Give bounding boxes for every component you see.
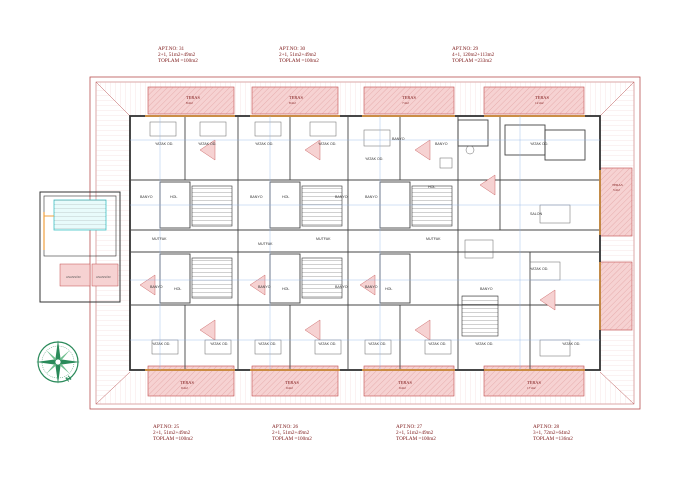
terrace-area: 7 m2	[402, 101, 409, 105]
room-labels: YATAK OD. YATAK OD. YATAK OD. YATAK OD. …	[140, 137, 580, 346]
terrace-area: 8 m2	[186, 101, 193, 105]
terrace-area: 9 m2	[286, 386, 293, 390]
terrace-label: TERAS	[398, 380, 412, 385]
room-label: BANYO	[335, 285, 348, 289]
room-label: YATAK OD.	[318, 142, 336, 146]
apt-label-29: APT.NO: 29 4+1, 120m2+113m2 TOPLAM =233m…	[452, 46, 494, 65]
terrace-label: TERAS	[180, 380, 194, 385]
room-label: BANYO	[335, 195, 348, 199]
terrace-label: TERAS	[612, 183, 623, 187]
room-label: HOL	[385, 287, 392, 291]
apt-rooms: 2+1, 51m2+49m2	[272, 430, 310, 437]
room-label: YATAK OD.	[368, 342, 386, 346]
room-label: BANYO	[258, 285, 271, 289]
room-label: HOL	[174, 287, 181, 291]
interior-walls	[130, 116, 600, 370]
room-label: YATAK OD.	[155, 142, 173, 146]
room-label: MUTFAK	[258, 242, 273, 246]
room-label: MUTFAK	[316, 237, 331, 241]
room-label: BANYO	[150, 285, 163, 289]
apt-total: TOPLAM =100m2	[158, 58, 198, 65]
room-label: YATAK OD.	[562, 342, 580, 346]
room-label: YATAK OD.	[318, 342, 336, 346]
apt-rooms: 2+1, 51m2+49m2	[279, 52, 317, 59]
room-label: MUTFAK	[152, 237, 167, 241]
apt-rooms: 2+1, 51m2+49m2	[396, 430, 434, 437]
terrace-label: TERAS	[186, 95, 200, 100]
room-label: HOL	[428, 185, 435, 189]
roof-outline	[89, 76, 641, 410]
apt-label-25: APT.NO: 25 2+1, 51m2+49m2 TOPLAM =100m2	[153, 424, 193, 443]
apt-label-30: APT.NO: 30 2+1, 51m2+49m2 TOPLAM =100m2	[279, 46, 319, 65]
apt-rooms: 2+1, 51m2+49m2	[158, 52, 196, 59]
apt-number: APT.NO: 27	[396, 424, 423, 430]
terrace-area: 5 m2	[613, 188, 620, 192]
room-label: ASANSÖR	[96, 275, 112, 279]
room-label: HOL	[170, 195, 177, 199]
apt-total: TOPLAM =100m2	[272, 436, 312, 443]
terraces-top: TERAS 8 m2 TERAS 8 m2 TERAS 7 m2 TERAS 1…	[147, 86, 585, 115]
room-label: HOL	[282, 287, 289, 291]
room-label: YATAK OD.	[152, 342, 170, 346]
terraces-bottom: TERAS 9 m2 TERAS 9 m2 TERAS 9 m2 TERAS 1…	[147, 365, 585, 397]
terrace-label: TERAS	[289, 95, 303, 100]
room-label: YATAK OD.	[198, 142, 216, 146]
apt-number: APT.NO: 29	[452, 46, 479, 52]
apt-rooms: 4+1, 120m2+113m2	[452, 52, 495, 59]
terrace-area: 9 m2	[399, 386, 406, 390]
compass-icon: N	[36, 340, 80, 384]
apt-number: APT.NO: 25	[153, 424, 180, 430]
room-label: SALON	[530, 212, 543, 216]
room-label: BANYO	[365, 195, 378, 199]
terrace-label: TERAS	[527, 380, 541, 385]
room-label: BANYO	[140, 195, 153, 199]
apt-label-26: APT.NO: 26 2+1, 51m2+49m2 TOPLAM =100m2	[272, 424, 312, 443]
apt-total: TOPLAM =136m2	[533, 436, 573, 443]
room-label: BANYO	[392, 137, 405, 141]
compass-north-label: N	[65, 375, 73, 384]
room-label: BANYO	[435, 142, 448, 146]
room-label: BANYO	[250, 195, 263, 199]
apt-number: APT.NO: 31	[158, 46, 185, 52]
dimension-lines	[130, 116, 600, 370]
room-label: MUTFAK	[426, 237, 441, 241]
terrace-area: 12 m2	[535, 101, 544, 105]
room-label: HOL	[282, 195, 289, 199]
apt-rooms: 2+1, 51m2+49m2	[153, 430, 191, 437]
apt-total: TOPLAM =233m2	[452, 58, 492, 65]
terrace-label: TERAS	[535, 95, 549, 100]
apt-total: TOPLAM =100m2	[279, 58, 319, 65]
apt-total: TOPLAM =100m2	[153, 436, 193, 443]
apt-label-27: APT.NO: 27 2+1, 51m2+49m2 TOPLAM =100m2	[396, 424, 436, 443]
room-label: BANYO	[480, 287, 493, 291]
apt-number: APT.NO: 30	[279, 46, 306, 52]
window-frames	[145, 115, 601, 371]
apt-label-31: APT.NO: 31 2+1, 51m2+49m2 TOPLAM =100m2	[158, 46, 198, 65]
terrace-area: 8 m2	[289, 101, 296, 105]
terrace-label: TERAS	[285, 380, 299, 385]
room-label: YATAK OD.	[530, 267, 548, 271]
apt-total: TOPLAM =100m2	[396, 436, 436, 443]
apt-number: APT.NO: 28	[533, 424, 560, 430]
stairs	[191, 185, 499, 337]
stair-core-left: ASANSÖR ASANSÖR	[39, 191, 121, 303]
room-label: YATAK OD.	[530, 142, 548, 146]
room-label: YATAK OD.	[428, 342, 446, 346]
room-label: YATAK OD.	[365, 157, 383, 161]
terrace-area: 17 m2	[527, 386, 536, 390]
building-walls	[129, 115, 601, 371]
room-label: YATAK OD.	[475, 342, 493, 346]
room-label: YATAK OD.	[210, 342, 228, 346]
room-label: YATAK OD.	[255, 142, 273, 146]
room-label: YATAK OD.	[258, 342, 276, 346]
apt-label-28: APT.NO: 28 3+1, 72m2+64m2 TOPLAM =136m2	[533, 424, 573, 443]
apt-number: APT.NO: 26	[272, 424, 299, 430]
room-label: ASANSÖR	[66, 275, 82, 279]
room-label: BANYO	[365, 285, 378, 289]
apt-rooms: 3+1, 72m2+64m2	[533, 430, 571, 437]
terrace-label: TERAS	[402, 95, 416, 100]
terrace-area: 9 m2	[181, 386, 188, 390]
